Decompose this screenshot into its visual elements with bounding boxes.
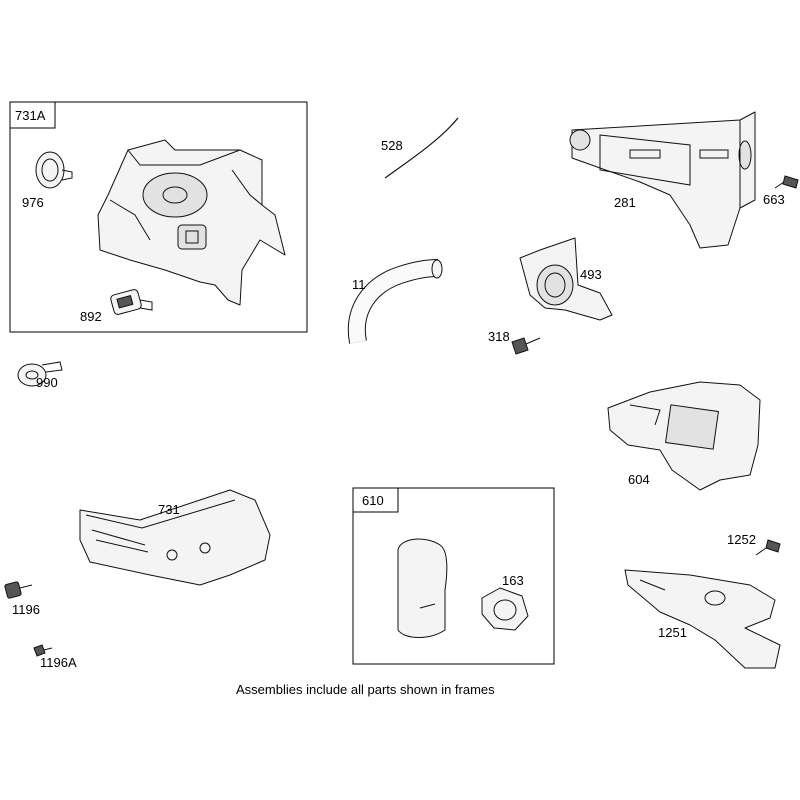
- assemblies-note: Assemblies include all parts shown in fr…: [236, 682, 495, 697]
- air-guide-604: 604: [607, 381, 761, 491]
- label-990: 990: [36, 375, 58, 390]
- switch-892: 892: [80, 289, 153, 324]
- screw-663: 663: [763, 175, 799, 207]
- label-281: 281: [614, 195, 636, 210]
- bolt-318: 318: [488, 329, 541, 355]
- label-731: 731: [158, 502, 180, 517]
- label-528: 528: [381, 138, 403, 153]
- filter-610: [397, 538, 448, 638]
- frame-731A-label: 731A: [15, 108, 46, 123]
- panel-281: 281: [569, 111, 756, 249]
- label-1196A: 1196A: [40, 655, 77, 670]
- label-493: 493: [580, 267, 602, 282]
- screw-1196A: 1196A: [33, 644, 77, 670]
- frame-731A: 731A: [9, 101, 308, 333]
- label-976: 976: [22, 195, 44, 210]
- label-892: 892: [80, 309, 102, 324]
- label-1196: 1196: [12, 602, 40, 617]
- label-1251: 1251: [658, 625, 687, 640]
- label-663: 663: [763, 192, 785, 207]
- knob-990: 990: [17, 361, 63, 390]
- frame-610: 610: [352, 487, 555, 665]
- label-1252: 1252: [727, 532, 756, 547]
- knob-976: 976: [22, 151, 73, 210]
- shroud-731: 731: [79, 489, 271, 586]
- label-163: 163: [502, 573, 524, 588]
- plate-1251: 1251: [624, 569, 781, 669]
- label-604: 604: [628, 472, 650, 487]
- gasket-163: 163: [481, 573, 529, 631]
- label-318: 318: [488, 329, 510, 344]
- hose-11: 11: [347, 259, 443, 344]
- knob-1196: 1196: [4, 581, 40, 617]
- frame-610-label: 610: [362, 493, 384, 508]
- bracket-493: 493: [519, 237, 613, 321]
- blower-housing-731A: [97, 139, 286, 306]
- label-11: 11: [352, 277, 366, 292]
- tube-528: 528: [381, 117, 459, 179]
- screw-1252: 1252: [727, 532, 781, 556]
